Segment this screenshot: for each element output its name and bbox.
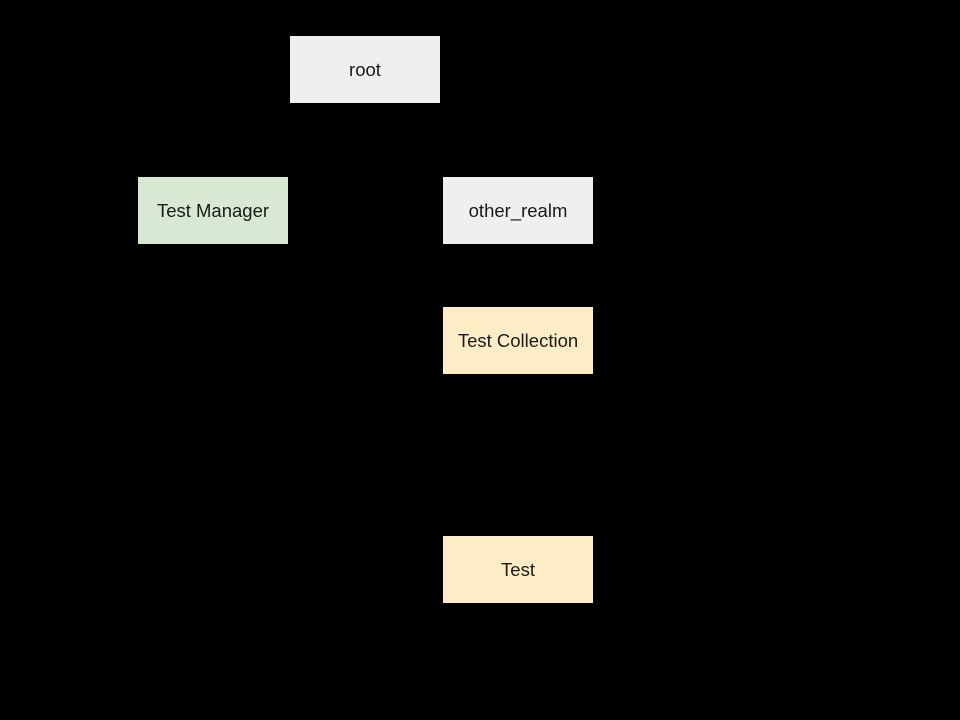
node-test-collection: Test Collection bbox=[442, 306, 594, 375]
node-test-collection-label: Test Collection bbox=[457, 330, 579, 352]
node-root: root bbox=[289, 35, 441, 104]
node-test: Test bbox=[442, 535, 594, 604]
node-test-manager: Test Manager bbox=[137, 176, 289, 245]
node-other-realm: other_realm bbox=[442, 176, 594, 245]
node-test-manager-label: Test Manager bbox=[156, 200, 270, 222]
node-test-label: Test bbox=[501, 559, 535, 581]
node-other-realm-label: other_realm bbox=[468, 200, 568, 222]
node-root-label: root bbox=[349, 59, 381, 81]
